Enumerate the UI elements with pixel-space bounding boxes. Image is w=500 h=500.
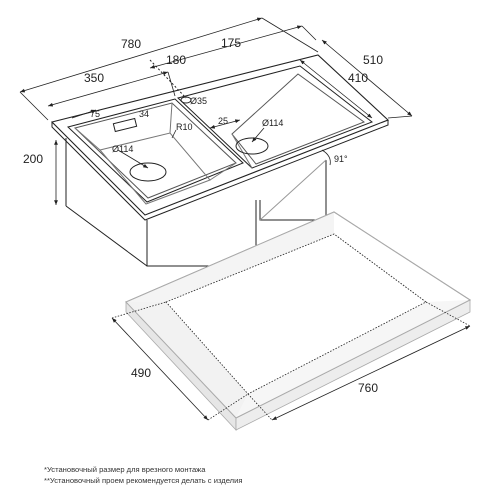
dim-cutout-490: 490 <box>131 366 151 380</box>
sink-dimensions <box>19 17 413 205</box>
dim-780: 780 <box>121 37 141 51</box>
dim-drain-right: Ø114 <box>262 118 283 128</box>
footnote-2: **Установочный проем рекомендуется делат… <box>44 476 243 485</box>
dim-410: 410 <box>348 71 368 85</box>
dim-tap-hole: Ø35 <box>190 96 207 106</box>
sink-body <box>50 54 390 267</box>
sink-dimension-labels: 780 350 180 175 510 410 200 75 34 Ø35 R1… <box>23 36 383 166</box>
dim-510: 510 <box>363 53 383 67</box>
dim-angle: 91° <box>334 154 348 164</box>
cutout-frame <box>125 211 472 432</box>
dim-350: 350 <box>84 71 104 85</box>
dim-drain-left: Ø114 <box>112 144 133 154</box>
dim-34: 34 <box>139 109 149 119</box>
dim-175: 175 <box>221 36 241 50</box>
dim-200: 200 <box>23 152 43 166</box>
cutout-dimensions <box>111 301 471 421</box>
dim-180: 180 <box>166 53 186 67</box>
dim-cutout-760: 760 <box>358 381 378 395</box>
footnote-1: *Установочный размер для врезного монтаж… <box>44 465 206 474</box>
dim-radius: R10 <box>176 122 193 132</box>
dim-75: 75 <box>90 109 100 119</box>
dim-25: 25 <box>218 116 228 126</box>
